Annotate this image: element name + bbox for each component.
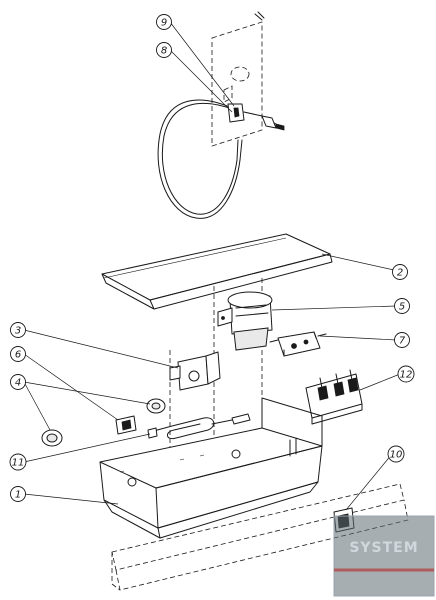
- knob-4a: [41, 429, 63, 447]
- callout-2: 2: [392, 264, 408, 280]
- callout-7: 7: [394, 332, 410, 348]
- callout-9: 9: [156, 14, 172, 30]
- callout-label: 3: [15, 326, 21, 337]
- callout-10: 10: [387, 445, 405, 463]
- callout-label: 8: [161, 46, 167, 57]
- callout-label: 9: [161, 18, 167, 29]
- callout-8: 8: [156, 42, 172, 58]
- callout-label: 12: [400, 370, 413, 381]
- base-tray: [99, 397, 323, 539]
- callout-5: 5: [394, 298, 410, 314]
- callout-4: 4: [10, 374, 26, 390]
- system-watermark-logo: SYSTEM: [333, 515, 435, 597]
- callout-1: 1: [10, 486, 26, 502]
- lower-housing: [111, 483, 409, 591]
- leader-lines: [23, 21, 401, 511]
- callout-11: 11: [9, 453, 27, 471]
- power-cable: [157, 99, 285, 219]
- transformer: [217, 291, 273, 351]
- switch-6: [115, 415, 137, 435]
- callout-label: 7: [399, 336, 406, 347]
- callout-6: 6: [10, 346, 26, 362]
- callout-label: 1: [15, 490, 21, 501]
- callout-12: 12: [397, 365, 415, 383]
- cover-plate: [101, 233, 333, 310]
- callout-3: 3: [10, 322, 26, 338]
- callout-label: 6: [15, 350, 21, 361]
- wall-bracket: [211, 11, 265, 147]
- watermark-text: SYSTEM: [349, 540, 418, 556]
- callout-label: 2: [397, 268, 403, 279]
- heating-element: [147, 413, 251, 440]
- callout-label: 10: [390, 450, 403, 461]
- callout-label: 11: [12, 458, 25, 469]
- relay: [169, 351, 221, 391]
- knob-4b: [146, 398, 166, 414]
- callout-label: 5: [399, 302, 405, 313]
- terminal-strip-12: [305, 369, 363, 425]
- callout-label: 4: [15, 378, 21, 389]
- terminal-block-7: [269, 331, 327, 357]
